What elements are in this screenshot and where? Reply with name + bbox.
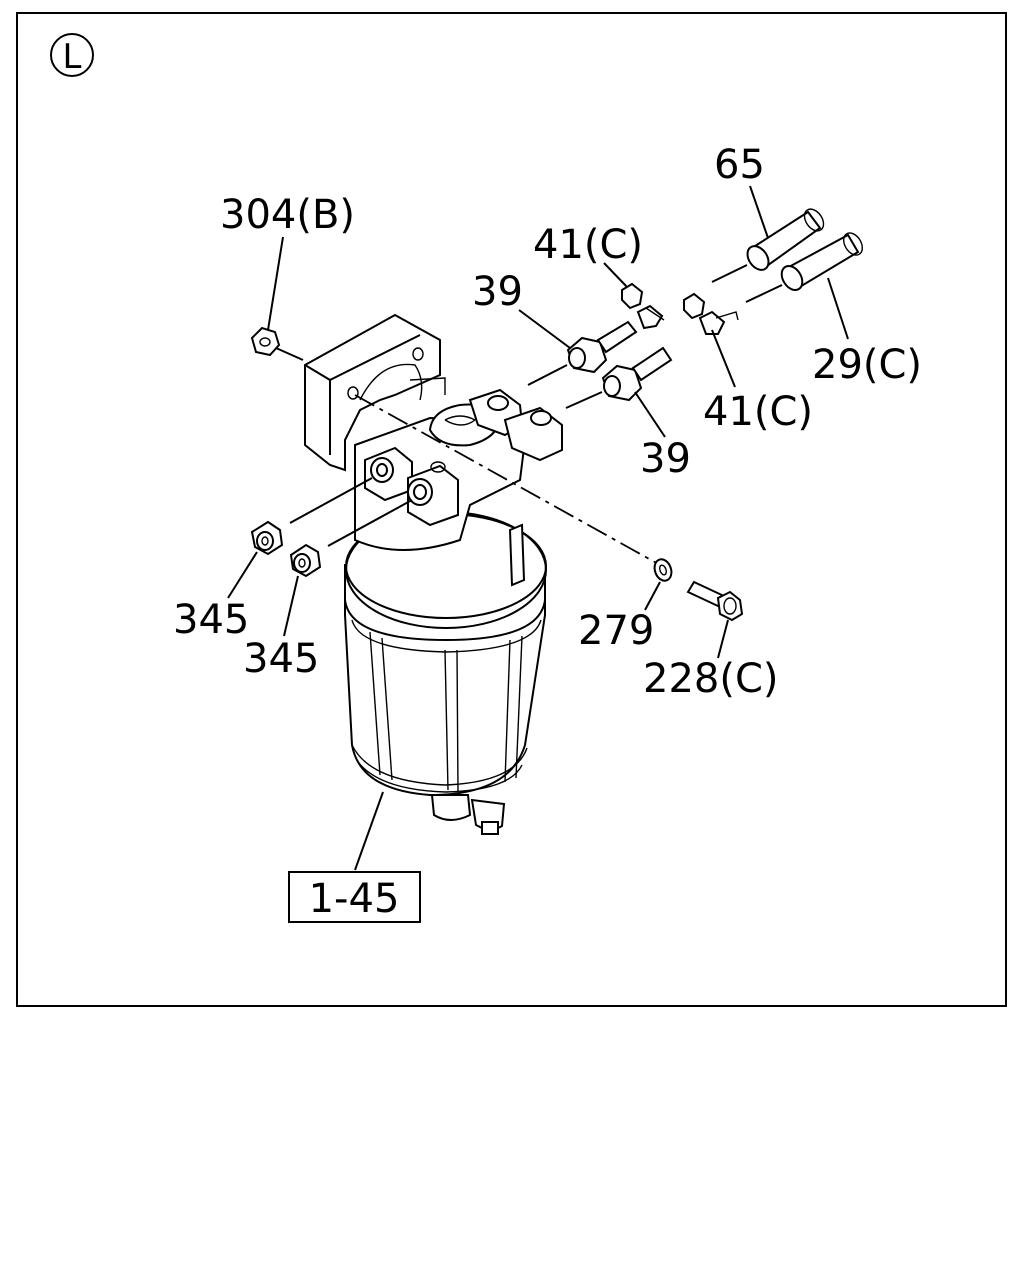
centerline-bracket bbox=[354, 394, 661, 566]
label-345-a: 345 bbox=[173, 597, 249, 643]
label-345-b: 345 bbox=[243, 636, 319, 682]
fitting-39-bottom bbox=[565, 346, 673, 409]
plug-345-a bbox=[250, 477, 373, 556]
fitting-39-top bbox=[527, 320, 638, 386]
leader-lines bbox=[227, 185, 849, 871]
washer-279 bbox=[653, 558, 673, 582]
fuel-filter-assembly bbox=[304, 313, 563, 835]
plug-345-b bbox=[289, 499, 413, 578]
label-29c: 29(C) bbox=[812, 342, 922, 388]
hose-29c bbox=[745, 232, 863, 303]
bolt-228c bbox=[686, 580, 744, 622]
label-41c-bottom: 41(C) bbox=[703, 389, 813, 435]
section-marker: L bbox=[50, 33, 94, 77]
clip-41c-bottom bbox=[683, 292, 739, 335]
assembly-reference-box: 1-45 bbox=[288, 871, 421, 923]
label-279: 279 bbox=[578, 608, 654, 654]
label-304b: 304(B) bbox=[220, 192, 355, 238]
hose-65 bbox=[711, 208, 825, 283]
label-41c-top: 41(C) bbox=[533, 222, 643, 268]
clip-41c-top bbox=[621, 282, 665, 330]
section-marker-letter: L bbox=[63, 37, 82, 77]
label-1-45: 1-45 bbox=[309, 876, 400, 922]
label-228c: 228(C) bbox=[643, 656, 779, 702]
nut-304b bbox=[250, 326, 304, 361]
diagram-frame bbox=[16, 12, 1007, 1007]
label-39-top: 39 bbox=[472, 269, 523, 315]
label-39-bottom: 39 bbox=[640, 436, 691, 482]
label-65: 65 bbox=[714, 142, 765, 188]
